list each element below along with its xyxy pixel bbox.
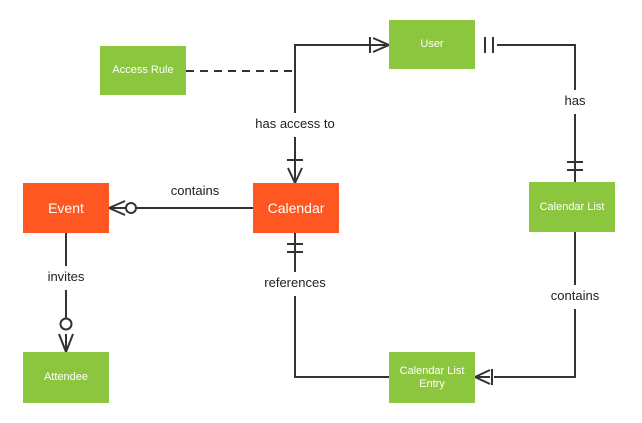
- relationship-label-has-access-to: has access to: [253, 116, 337, 131]
- notation-attendee-zero-or-many: [58, 317, 74, 353]
- notation-calendar-top-one-or-many: [287, 159, 303, 184]
- connector-user-to-calendar-top: [294, 44, 373, 113]
- notation-event-zero-or-many: [108, 200, 137, 216]
- relationship-label-has: has: [562, 93, 588, 108]
- connector-user-to-list-top: [497, 44, 576, 90]
- relationship-label-contains-event: contains: [168, 183, 222, 198]
- notation-user-right-one-and-only-one: [484, 37, 494, 53]
- entity-calendar-list[interactable]: Calendar List: [529, 182, 615, 232]
- entity-label: Calendar: [267, 199, 325, 216]
- notation-user-left-crowfoot: [369, 37, 390, 53]
- entity-label: Calendar List: [539, 200, 605, 213]
- entity-label: Access Rule: [112, 64, 174, 77]
- notation-calendar-list-top-one-and-only-one: [567, 161, 583, 171]
- entity-label: Calendar List Entry: [399, 364, 465, 390]
- entity-calendar-list-entry[interactable]: Calendar List Entry: [389, 352, 475, 403]
- entity-access-rule[interactable]: Access Rule: [100, 46, 186, 95]
- notation-calendar-bottom-one-and-only-one: [287, 243, 303, 253]
- entity-event[interactable]: Event: [23, 183, 109, 233]
- entity-user[interactable]: User: [389, 20, 475, 69]
- entity-label: Attendee: [43, 371, 89, 384]
- connector-calendar-to-entry-lower: [294, 296, 389, 378]
- entity-label: User: [420, 38, 444, 51]
- relationship-label-contains-list: contains: [548, 288, 602, 303]
- connector-list-to-entry-lower: [494, 309, 576, 378]
- entity-attendee[interactable]: Attendee: [23, 352, 109, 403]
- entity-calendar[interactable]: Calendar: [253, 183, 339, 233]
- entity-label: Event: [48, 199, 84, 216]
- relationship-label-invites: invites: [45, 269, 87, 284]
- notation-entry-right-one-or-many: [474, 369, 493, 385]
- relationship-label-references: references: [262, 275, 328, 290]
